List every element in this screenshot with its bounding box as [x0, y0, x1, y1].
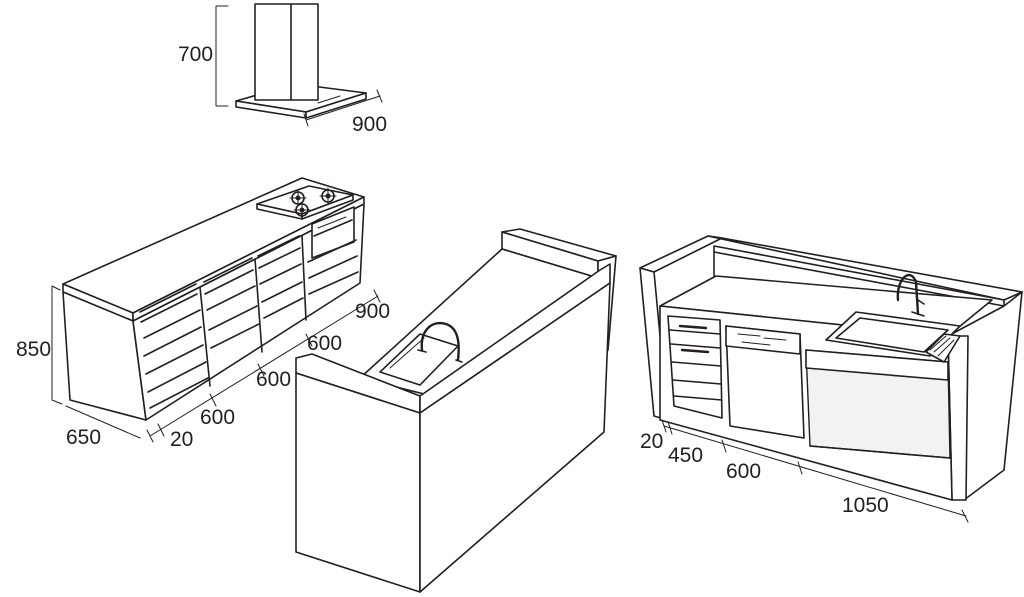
sink-faucet-icon	[896, 274, 920, 316]
island-module-3-label: 600	[307, 332, 342, 355]
island-depth-label: 650	[66, 426, 101, 449]
island-gap-label: 20	[170, 428, 193, 451]
stove-island: 850 650 20 600 600 600 900	[16, 177, 390, 451]
back-panel-top	[639, 235, 723, 273]
drawer-lines	[669, 329, 723, 401]
sink-inner-edge	[389, 337, 425, 369]
hood-light-strip	[317, 95, 341, 104]
range-hood: 700 900	[178, 3, 387, 136]
oven-handle	[313, 219, 353, 237]
center-sink-island	[295, 228, 617, 593]
island-height-dimension-line	[51, 285, 63, 405]
sink-island-dimension-line	[663, 425, 967, 517]
toe-kick	[809, 445, 951, 459]
faucet-ends	[417, 349, 463, 363]
drawer-lines	[143, 326, 209, 409]
burner-icons	[289, 187, 337, 219]
sink-apron	[805, 349, 949, 381]
hood-width-dimension-line	[305, 95, 381, 121]
dimension-tick	[303, 113, 309, 127]
hood-height-label: 700	[178, 43, 213, 66]
dish-rack	[925, 333, 961, 363]
dishwasher-control-panel	[725, 325, 801, 355]
dishwasher-buttons	[737, 333, 787, 346]
drawer-handles	[678, 324, 710, 354]
island-width-dimension-line	[149, 295, 379, 437]
hood-base-side	[305, 92, 367, 119]
hood-width-label: 900	[352, 113, 387, 136]
oven-line	[317, 216, 347, 229]
module-divider	[199, 286, 211, 387]
stove-island-front	[132, 203, 365, 421]
dimension-ticks	[661, 419, 969, 523]
island-height-label: 850	[16, 338, 51, 361]
burner-grates	[289, 187, 337, 219]
island-depth-dimension-line	[65, 405, 141, 439]
drawer-lines	[257, 235, 304, 319]
module-divider	[301, 235, 307, 321]
faucet-ends	[911, 299, 925, 317]
dimension-ticks	[146, 289, 381, 443]
dimension-tick	[376, 89, 383, 103]
island-module-2-label: 600	[256, 368, 291, 391]
rack-wires	[929, 335, 955, 357]
drawer-lines	[307, 239, 359, 295]
island-module-1-label: 600	[200, 406, 235, 429]
sink-island-drawer-label: 450	[668, 444, 703, 467]
sink-island-dishwasher-label: 600	[726, 460, 761, 483]
sink-island-gap-label: 20	[640, 430, 663, 453]
drawer-lines	[139, 283, 201, 339]
sink-basin-inner	[835, 317, 949, 353]
drawer-lines	[203, 257, 260, 349]
module-divider	[254, 258, 263, 353]
sink-island: 20 450 600 1050	[639, 235, 1023, 523]
drawer-fronts	[139, 235, 359, 409]
sink-island-sink-label: 1050	[842, 494, 889, 517]
hood-chimney-front	[254, 3, 319, 101]
center-faucet-icon	[420, 321, 460, 362]
front-wall-top-right	[419, 263, 611, 414]
island-stove-module-label: 900	[355, 300, 390, 323]
drawer-column	[667, 315, 723, 419]
hood-height-dimension-line	[215, 5, 229, 107]
